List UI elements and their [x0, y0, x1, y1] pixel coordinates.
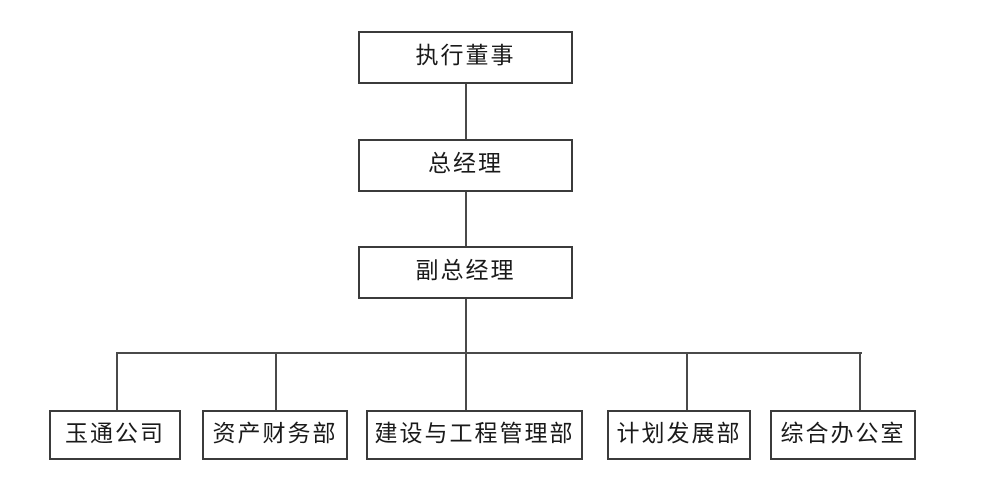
connector-drop-asset-finance-dept	[275, 352, 277, 410]
connector-general-manager-to-deputy-general-manager	[465, 192, 467, 246]
connector-drop-planning-development	[686, 352, 688, 410]
node-asset-finance-dept: 资产财务部	[202, 410, 348, 460]
node-deputy-general-manager: 副总经理	[358, 246, 573, 299]
connector-drop-construction-eng-mgmt	[465, 352, 467, 410]
connector-executive-director-to-general-manager	[465, 84, 467, 139]
node-yutong-company-label: 玉通公司	[65, 420, 165, 447]
node-general-manager: 总经理	[358, 139, 573, 192]
node-general-manager-label: 总经理	[428, 151, 503, 177]
node-construction-eng-mgmt: 建设与工程管理部	[366, 410, 583, 460]
node-general-office: 综合办公室	[770, 410, 916, 460]
node-asset-finance-dept-label: 资产财务部	[212, 420, 338, 447]
node-executive-director: 执行董事	[358, 31, 573, 84]
node-executive-director-label: 执行董事	[415, 43, 516, 69]
connector-drop-general-office	[859, 352, 861, 410]
connector-deputy-general-manager-to-bus	[465, 298, 467, 352]
node-planning-development: 计划发展部	[607, 410, 751, 460]
node-deputy-general-manager-label: 副总经理	[415, 258, 516, 284]
node-planning-development-label: 计划发展部	[616, 420, 742, 447]
node-general-office-label: 综合办公室	[780, 420, 906, 447]
connector-horizontal-bus	[117, 352, 862, 354]
node-yutong-company: 玉通公司	[49, 410, 181, 460]
node-construction-eng-mgmt-label: 建设与工程管理部	[374, 420, 575, 447]
connector-drop-yutong-company	[116, 352, 118, 410]
